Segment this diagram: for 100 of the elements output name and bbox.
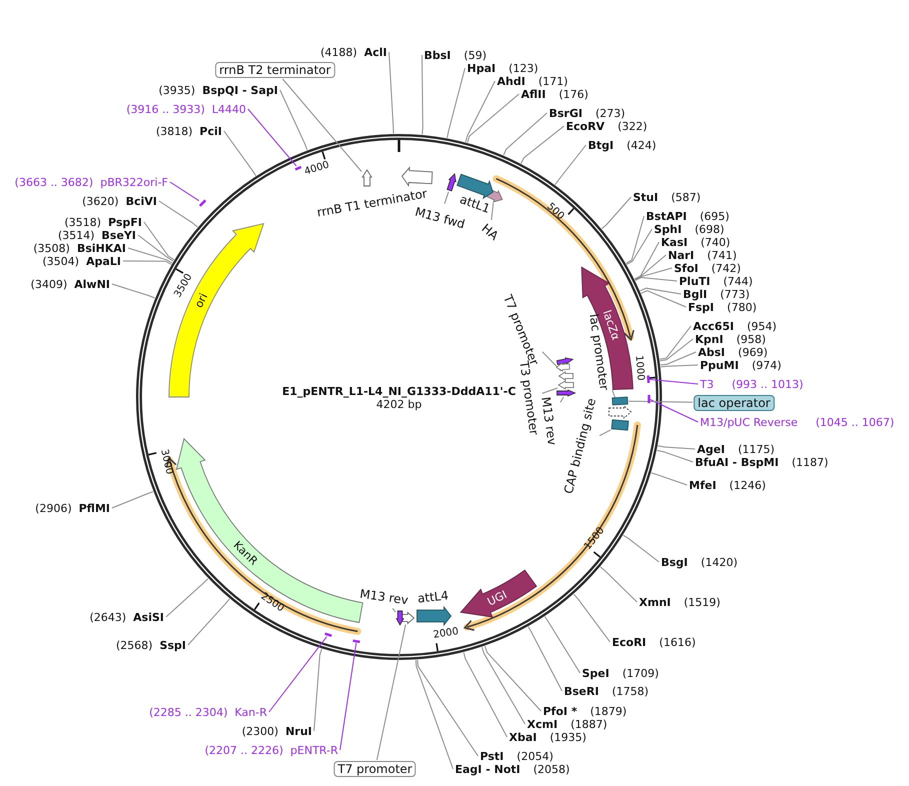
enzyme-name: BspQI - SapI — [202, 84, 278, 96]
enzyme-name: Acc65I — [693, 320, 734, 332]
enzyme-name: BciVI — [126, 194, 157, 208]
leader-line — [542, 388, 558, 394]
leader-line — [170, 182, 200, 202]
enzyme-name: AhdI — [497, 74, 526, 88]
feature-box — [611, 419, 629, 431]
feature-label: M13 rev — [538, 396, 560, 446]
feature-label-box: rrnB T2 terminator — [215, 62, 335, 78]
site-position: (1758) — [612, 684, 649, 698]
leader-line — [166, 578, 209, 618]
leader-line — [481, 646, 526, 724]
leader-line — [128, 248, 173, 264]
primer-mark — [294, 166, 302, 171]
enzyme-name: PpuMI — [700, 358, 739, 372]
primer-range: (1045 .. 1067) — [816, 416, 894, 428]
enzyme-name: NruI — [285, 724, 312, 738]
tick-label: 2000 — [432, 626, 460, 644]
enzyme-name: SspI — [160, 638, 186, 652]
leader-line — [340, 642, 357, 750]
site-position: (1420) — [700, 556, 738, 568]
enzyme-name: BstAPI — [646, 210, 687, 222]
leader-line — [640, 290, 686, 308]
plasmid-name: E1_pENTR_L1-L4_NI_G1333-DddA11'-C — [282, 385, 516, 399]
leader-line — [600, 566, 638, 602]
leader-line — [640, 288, 682, 294]
leader-line — [388, 52, 394, 134]
leader-line — [573, 594, 610, 642]
leader-line — [628, 400, 694, 403]
leader-line — [415, 660, 454, 770]
leader-line — [467, 94, 520, 144]
primer-mark — [646, 375, 650, 384]
site-position: (954) — [746, 320, 777, 332]
site-position: (698) — [694, 222, 724, 236]
site-position: (3620) — [82, 194, 119, 208]
primer-name: pBR322ori-F — [100, 176, 168, 188]
leader-line — [650, 472, 688, 486]
site-position: (742) — [711, 262, 741, 274]
site-position: (2568) — [116, 638, 153, 652]
feature-glyph — [362, 169, 372, 186]
leader-line — [650, 399, 698, 422]
feature-glyph — [446, 172, 456, 192]
leader-line — [490, 202, 494, 221]
enzyme-name: StuI — [633, 190, 658, 204]
leader-line — [649, 378, 698, 384]
leader-line — [463, 652, 508, 738]
site-position: (958) — [736, 332, 766, 346]
leader-line — [599, 429, 612, 436]
enzyme-name: BsiHKAI — [76, 242, 126, 254]
leader-line — [138, 234, 174, 262]
tick-label: 3000 — [157, 448, 176, 476]
site-position: (3518) — [64, 216, 102, 228]
primer-mark — [199, 199, 206, 207]
leader-line — [544, 616, 580, 674]
enzyme-name: NarI — [668, 248, 694, 262]
enzyme-name: PstI — [480, 750, 504, 762]
leader-line — [392, 608, 396, 613]
enzyme-name: KpnI — [695, 332, 724, 346]
enzyme-name: BtgI — [588, 138, 614, 152]
primer-name: L4440 — [212, 102, 246, 116]
site-position: (1709) — [622, 666, 659, 680]
site-position: (744) — [723, 274, 753, 288]
enzyme-name: AflII — [521, 88, 546, 100]
tick-label: 1000 — [632, 354, 648, 382]
leader-line — [465, 80, 496, 143]
tick-label: 4000 — [302, 158, 331, 180]
site-position: (176) — [558, 88, 588, 100]
leader-line — [122, 260, 172, 265]
site-position: (1887) — [570, 718, 608, 730]
site-position: (3409) — [30, 278, 68, 290]
leader-line — [634, 242, 660, 280]
site-position: (1246) — [729, 478, 766, 492]
enzyme-name: MfeI — [689, 478, 716, 492]
primer-name: M13/pUC Reverse — [700, 416, 798, 428]
primer-name: T3 — [700, 378, 714, 390]
site-position: (3818) — [156, 124, 193, 138]
enzyme-name: KasI — [661, 236, 688, 248]
site-position: (1175) — [738, 442, 775, 456]
enzyme-name: PspFI — [108, 216, 142, 228]
plasmid-size: 4202 bp — [376, 398, 422, 412]
leader-line — [634, 254, 666, 280]
leader-line — [634, 276, 678, 282]
leader-line — [560, 396, 564, 403]
feature-glyph — [558, 380, 574, 390]
site-position: (322) — [618, 120, 648, 132]
enzyme-name: PluTI — [679, 274, 710, 288]
leader-line — [112, 284, 156, 298]
feature-glyph — [608, 405, 632, 419]
primer-range: (2285 .. 2304) — [149, 706, 228, 718]
leader-line — [422, 54, 424, 135]
primer-range: (3916 .. 3933) — [126, 102, 205, 116]
primer-name: Kan-R — [234, 706, 267, 718]
site-position: (773) — [720, 288, 750, 300]
feature-label: UGI — [485, 588, 509, 609]
feature-glyph — [558, 371, 574, 381]
leader-line — [444, 191, 449, 204]
feature-label: HA — [478, 221, 502, 243]
site-position: (3514) — [58, 228, 95, 242]
leader-line — [601, 196, 632, 230]
enzyme-name: SfoI — [674, 262, 698, 274]
